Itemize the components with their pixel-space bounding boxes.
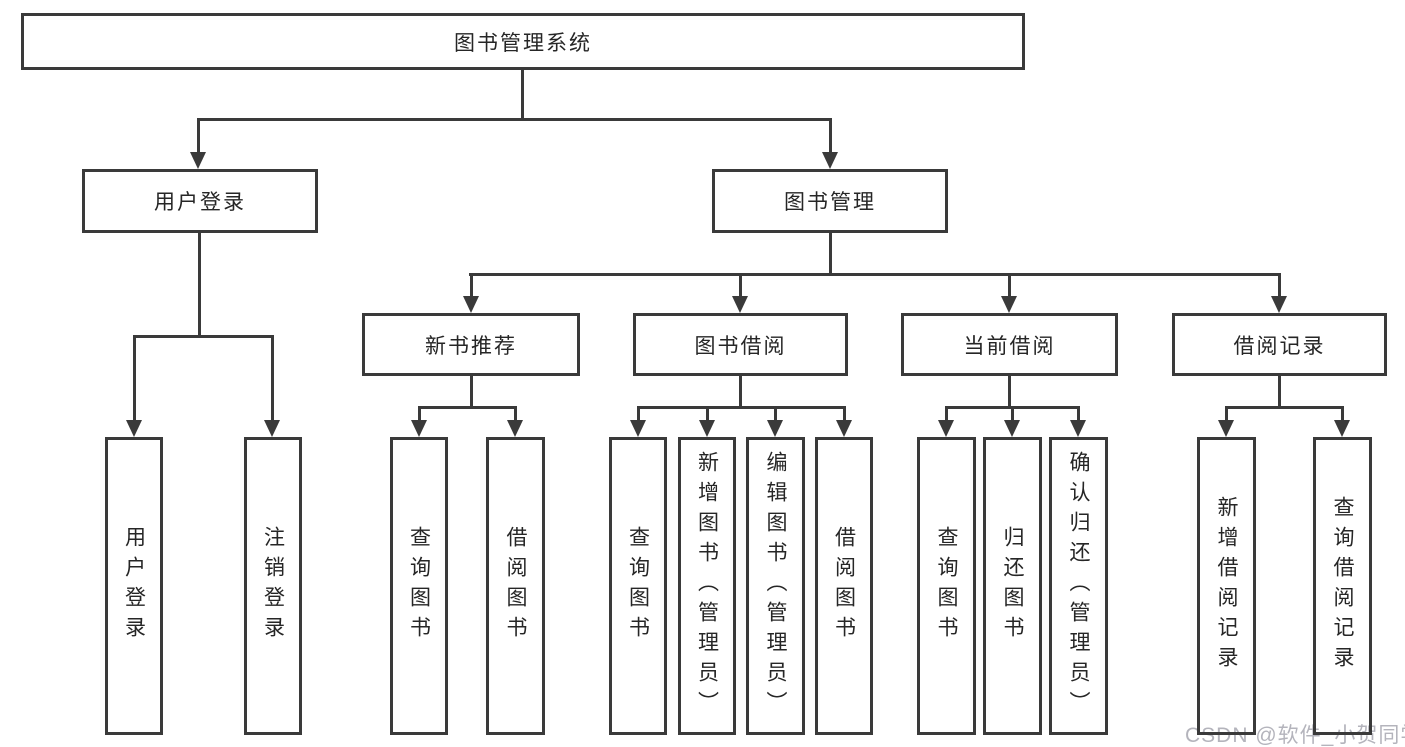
connector-line [1225,406,1344,409]
arrow-down-icon [822,152,838,169]
connector-line [774,406,777,422]
arrow-down-icon [732,296,748,313]
connector-line [706,406,709,422]
leaf-label: 借阅图书 [832,526,856,646]
connector-line [843,406,846,422]
leaf-query-borrow-record: 查询借阅记录 [1313,437,1372,735]
connector-line [739,375,742,408]
connector-line [829,118,832,154]
connector-line [1278,375,1281,408]
node-book-management: 图书管理 [712,169,948,233]
arrow-down-icon [264,420,280,437]
leaf-label: 注销登录 [261,526,285,646]
leaf-label: 新增借阅记录 [1215,496,1238,676]
node-label: 用户登录 [154,191,246,214]
arrow-down-icon [190,152,206,169]
leaf-logout: 注销登录 [244,437,302,735]
connector-line [271,335,274,422]
connector-line [470,375,473,408]
leaf-query-books-borrowing: 查询图书 [609,437,667,735]
connector-line [514,406,517,422]
leaf-confirm-return-admin: 确认归还（管理员） [1049,437,1108,735]
node-label: 图书管理 [784,191,876,214]
arrow-down-icon [630,420,646,437]
leaf-user-login: 用户登录 [105,437,163,735]
leaf-label: 查询图书 [407,526,431,646]
connector-line [133,335,274,338]
node-label: 当前借阅 [963,334,1056,358]
node-borrowing-records: 借阅记录 [1172,313,1387,376]
arrow-down-icon [938,420,954,437]
arrow-down-icon [699,420,715,437]
connector-line [637,406,640,422]
leaf-label: 查询图书 [935,526,958,646]
leaf-borrow-books-borrowing: 借阅图书 [815,437,873,735]
arrow-down-icon [507,420,523,437]
node-label: 借阅记录 [1233,334,1326,358]
leaf-label: 确认归还（管理员） [1067,451,1090,721]
arrow-down-icon [1004,420,1020,437]
connector-line [945,406,948,422]
node-label: 新书推荐 [425,334,517,358]
arrow-down-icon [463,296,479,313]
arrow-down-icon [1001,296,1017,313]
connector-line [829,233,832,275]
node-current-borrowing: 当前借阅 [901,313,1118,376]
node-user-login: 用户登录 [82,169,318,233]
arrow-down-icon [1271,296,1287,313]
connector-line [521,70,524,120]
connector-line [197,118,832,121]
connector-line [739,273,742,298]
connector-line [1008,375,1011,408]
connector-line [1077,406,1080,422]
leaf-borrow-books-recommend: 借阅图书 [486,437,545,735]
connector-line [1008,273,1011,298]
leaf-edit-books-admin: 编辑图书（管理员） [746,437,805,735]
connector-line [1225,406,1228,422]
connector-line [418,406,421,422]
arrow-down-icon [767,420,783,437]
leaf-label: 查询借阅记录 [1331,496,1354,676]
leaf-label: 新增图书（管理员） [695,451,719,721]
arrow-down-icon [1218,420,1234,437]
connector-line [133,335,136,422]
arrow-down-icon [126,420,142,437]
arrow-down-icon [1070,420,1086,437]
leaf-label: 查询图书 [626,526,650,646]
leaf-label: 归还图书 [1001,526,1024,646]
node-label: 图书借阅 [694,334,787,358]
connector-line [469,273,1281,276]
leaf-label: 用户登录 [122,526,146,646]
connector-line [197,118,200,154]
leaf-query-books-recommend: 查询图书 [390,437,448,735]
node-library-management-system: 图书管理系统 [21,13,1025,70]
leaf-add-books-admin: 新增图书（管理员） [678,437,736,735]
arrow-down-icon [836,420,852,437]
connector-line [1011,406,1014,422]
arrow-down-icon [1334,420,1350,437]
node-new-book-recommendation: 新书推荐 [362,313,580,376]
connector-line [198,233,201,337]
connector-line [470,273,473,298]
leaf-return-books: 归还图书 [983,437,1042,735]
csdn-watermark: CSDN @软件_小贺同学 [1185,724,1405,747]
leaf-query-books-current: 查询图书 [917,437,976,735]
leaf-add-borrow-record: 新增借阅记录 [1197,437,1256,735]
connector-line [1341,406,1344,422]
leaf-label: 借阅图书 [504,526,527,646]
connector-line [637,406,846,409]
connector-line [1278,273,1281,298]
node-book-borrowing: 图书借阅 [633,313,848,376]
arrow-down-icon [411,420,427,437]
leaf-label: 编辑图书（管理员） [764,451,787,721]
node-label: 图书管理系统 [454,31,592,55]
connector-line [418,406,517,409]
